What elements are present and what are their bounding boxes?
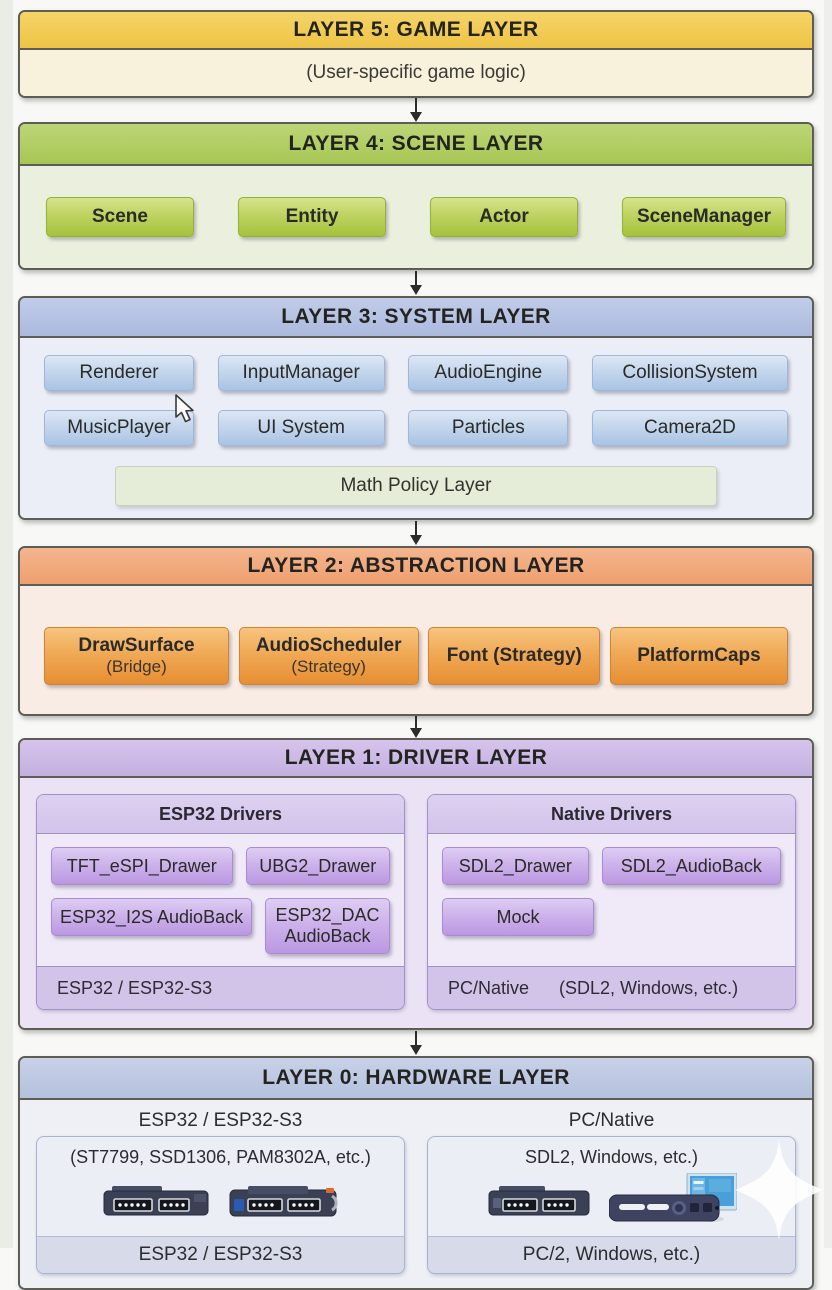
esp32-dac-line1: ESP32_DAC	[275, 905, 380, 926]
layer1-driver-layer: LAYER 1: DRIVER LAYER ESP32 Drivers TFT_…	[18, 738, 814, 1030]
font-strategy-name: Font (Strategy)	[446, 645, 582, 667]
esp32-drivers-footer: ESP32 / ESP32-S3	[37, 966, 404, 1009]
sdl2-drawer-box: SDL2_Drawer	[442, 847, 589, 885]
layer5-subtitle: (User-specific game logic)	[20, 50, 812, 96]
page-edge-left	[0, 0, 13, 1248]
esp32-drivers-title: ESP32 Drivers	[37, 795, 404, 834]
layer0-hardware-layer: LAYER 0: HARDWARE LAYER ESP32 / ESP32-S3…	[18, 1056, 814, 1290]
esp32-devkit-board-icon	[228, 1184, 340, 1225]
layer4-title: LAYER 4: SCENE LAYER	[20, 124, 812, 166]
collisionsystem-box: CollisionSystem	[591, 355, 788, 391]
platformcaps-box: PlatformCaps	[609, 627, 788, 685]
uisystem-box: UI System	[217, 410, 385, 446]
layer3-title: LAYER 3: SYSTEM LAYER	[20, 298, 812, 338]
layer1-body: ESP32 Drivers TFT_eSPI_Drawer UBG2_Drawe…	[20, 778, 812, 1028]
esp32-dac-line2: AudioBack	[284, 926, 371, 946]
actor-box: Actor	[430, 197, 578, 237]
renderer-box: Renderer	[44, 355, 194, 391]
dev-board-icon	[487, 1184, 591, 1225]
native-drivers-group: Native Drivers SDL2_Drawer SDL2_AudioBac…	[427, 794, 796, 1010]
layer0-body: ESP32 / ESP32-S3 (ST7799, SSD1306, PAM83…	[20, 1100, 812, 1288]
mock-box: Mock	[442, 898, 594, 936]
page-edge-right	[824, 0, 832, 1248]
esp32-dac-audioback-box: ESP32_DAC AudioBack	[265, 898, 390, 954]
tft-espi-drawer-box: TFT_eSPI_Drawer	[51, 847, 233, 885]
sdl2-audioback-box: SDL2_AudioBack	[601, 847, 781, 885]
audioengine-box: AudioEngine	[408, 355, 569, 391]
pc-console-icon	[608, 1172, 737, 1236]
audioscheduler-box: AudioScheduler (Strategy)	[238, 627, 419, 685]
drawsurface-name: DrawSurface	[78, 635, 195, 657]
esp32-drivers-group: ESP32 Drivers TFT_eSPI_Drawer UBG2_Drawe…	[36, 794, 405, 1010]
layer2-title: LAYER 2: ABSTRACTION LAYER	[20, 548, 812, 586]
ubg2-drawer-box: UBG2_Drawer	[245, 847, 390, 885]
native-footer-target: PC/Native	[448, 977, 530, 998]
scene-box: Scene	[46, 197, 194, 237]
audioscheduler-pattern: (Strategy)	[291, 657, 366, 677]
esp32-hardware-label: ESP32 / ESP32-S3	[138, 1110, 303, 1131]
entity-box: Entity	[238, 197, 386, 237]
drawsurface-box: DrawSurface (Bridge)	[44, 627, 229, 685]
esp32-board-icon	[102, 1184, 210, 1225]
flow-arrow-icon	[18, 98, 814, 122]
cursor-icon	[173, 394, 197, 429]
esp32-hardware-box: (ST7799, SSD1306, PAM8302A, etc.)	[36, 1136, 405, 1274]
layer4-scene-layer: LAYER 4: SCENE LAYER Scene Entity Actor …	[18, 122, 814, 270]
flow-arrow-icon	[18, 270, 814, 296]
musicplayer-box: MusicPlayer	[44, 410, 194, 446]
inputmanager-box: InputManager	[217, 355, 385, 391]
sparkle-icon	[733, 1138, 825, 1247]
layer3-system-layer: LAYER 3: SYSTEM LAYER Renderer InputMana…	[18, 296, 814, 520]
layer3-body: Renderer InputManager AudioEngine Collis…	[20, 338, 812, 518]
flow-arrow-icon	[18, 520, 814, 546]
math-policy-layer-bar: Math Policy Layer	[115, 466, 717, 506]
particles-box: Particles	[408, 410, 569, 446]
layer0-title: LAYER 0: HARDWARE LAYER	[20, 1058, 812, 1100]
esp32-hardware-footer: ESP32 / ESP32-S3	[37, 1236, 404, 1273]
layer5-title: LAYER 5: GAME LAYER	[20, 12, 812, 50]
esp32-i2s-audioback-box: ESP32_I2S AudioBack	[51, 898, 253, 936]
native-footer-note: (SDL2, Windows, etc.)	[559, 977, 739, 998]
flow-arrow-icon	[18, 716, 814, 738]
flow-arrow-icon	[18, 1030, 814, 1056]
layer1-title: LAYER 1: DRIVER LAYER	[20, 740, 812, 778]
layer4-body: Scene Entity Actor SceneManager	[20, 166, 812, 268]
platformcaps-name: PlatformCaps	[637, 645, 761, 667]
native-drivers-title: Native Drivers	[428, 795, 795, 834]
esp32-hardware-caption: (ST7799, SSD1306, PAM8302A, etc.)	[70, 1146, 371, 1167]
layer5-game-layer: LAYER 5: GAME LAYER (User-specific game …	[18, 10, 814, 98]
esp32-hardware-column: ESP32 / ESP32-S3 (ST7799, SSD1306, PAM83…	[36, 1106, 405, 1288]
drawsurface-pattern: (Bridge)	[106, 657, 167, 677]
native-drivers-footer: PC/Native (SDL2, Windows, etc.)	[428, 966, 795, 1009]
audioscheduler-name: AudioScheduler	[255, 635, 402, 657]
scenemanager-box: SceneManager	[622, 197, 786, 237]
camera2d-box: Camera2D	[591, 410, 788, 446]
layer2-abstraction-layer: LAYER 2: ABSTRACTION LAYER DrawSurface (…	[18, 546, 814, 716]
font-strategy-box: Font (Strategy)	[428, 627, 601, 685]
pc-hardware-caption: SDL2, Windows, etc.)	[524, 1146, 699, 1167]
layer2-body: DrawSurface (Bridge) AudioScheduler (Str…	[20, 586, 812, 714]
esp32-footer-target: ESP32 / ESP32-S3	[57, 977, 213, 998]
architecture-diagram: LAYER 5: GAME LAYER (User-specific game …	[18, 10, 814, 1290]
pc-hardware-label: PC/Native	[568, 1110, 655, 1131]
